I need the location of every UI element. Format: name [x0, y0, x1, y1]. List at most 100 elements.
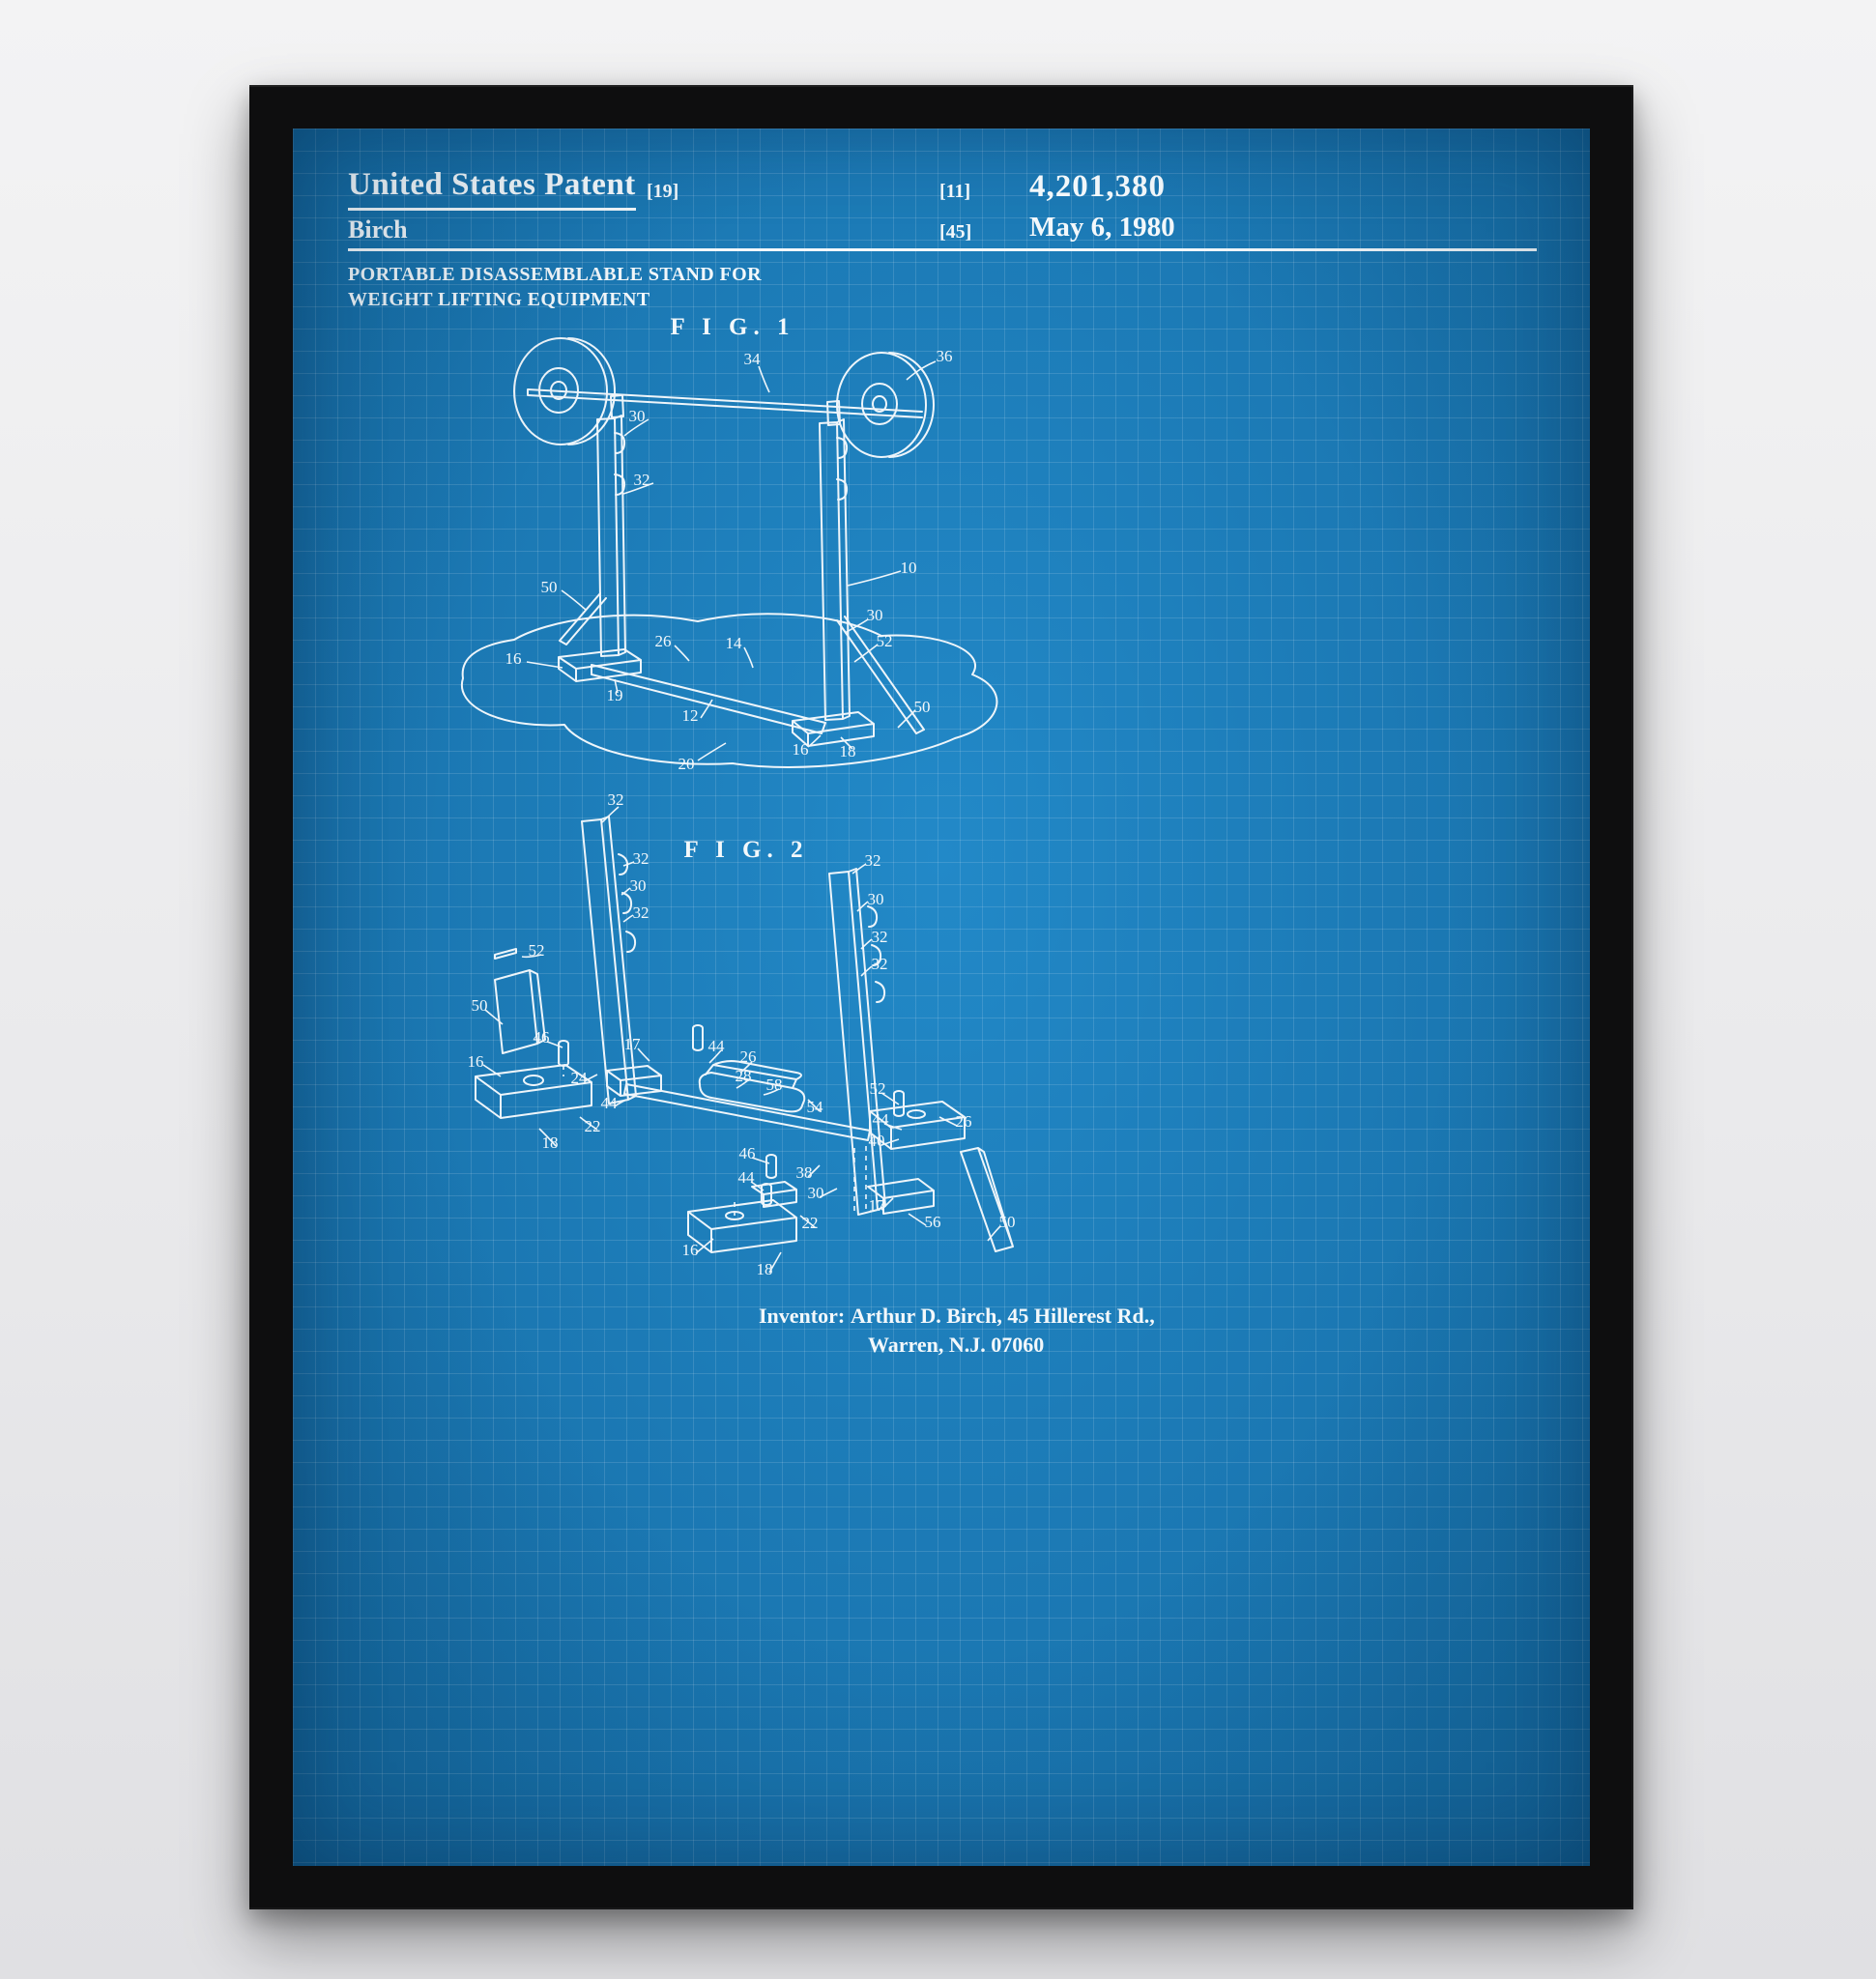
alignment-dashed-lines	[563, 1065, 867, 1216]
right-plate-ring	[861, 383, 898, 425]
ref-numeral-46: 46	[739, 1144, 756, 1162]
ref-numeral-22: 22	[585, 1117, 601, 1135]
header-rule	[348, 248, 1537, 251]
ref-numeral-32: 32	[633, 903, 649, 922]
pin-52	[494, 948, 517, 960]
ref-numeral-50: 50	[472, 996, 488, 1015]
fig1-leader-lines	[526, 360, 937, 761]
dowel-pins	[558, 1024, 905, 1206]
patent-number-label: [11]	[939, 181, 971, 202]
ref-numeral-50: 50	[999, 1213, 1016, 1231]
left-brace	[559, 592, 607, 645]
right-foot-hole	[907, 1109, 926, 1119]
ref-numeral-26: 26	[655, 632, 672, 650]
fig2-caption: F I G. 2	[683, 837, 809, 863]
ref-numeral-18: 18	[757, 1260, 773, 1278]
invention-title: PORTABLE DISASSEMBLABLE STAND FOR WEIGHT…	[348, 262, 762, 312]
picture-frame: United States Patent [19] [11] 4,201,380…	[249, 85, 1633, 1909]
ref-numeral-44: 44	[708, 1037, 726, 1055]
right-post	[819, 418, 851, 721]
ref-numeral-16: 16	[682, 1241, 699, 1259]
ground-outline	[460, 613, 998, 768]
patent-number: 4,201,380	[1029, 169, 1166, 204]
fig1-art	[460, 337, 998, 768]
right-brace	[836, 616, 925, 734]
ref-numeral-20: 20	[678, 755, 695, 773]
ref-numeral-26: 26	[956, 1112, 972, 1131]
ref-numeral-44: 44	[873, 1110, 890, 1129]
patent-blueprint-poster: United States Patent [19] [11] 4,201,380…	[293, 129, 1590, 1866]
left-plate-hub	[550, 381, 567, 400]
ref-numeral-30: 30	[867, 606, 883, 624]
left-post-hooks	[614, 432, 626, 496]
ref-numeral-16: 16	[793, 740, 809, 759]
right-post-hooks	[836, 437, 849, 501]
left-foot	[558, 648, 642, 682]
ref-numeral-14: 14	[726, 634, 743, 652]
right-brace	[960, 1147, 1014, 1252]
ref-numeral-16: 16	[468, 1052, 484, 1071]
inventor-address-line2: Warren, N.J. 07060	[868, 1333, 1045, 1357]
ref-numeral-44: 44	[601, 1094, 619, 1112]
inventor-surname: Birch	[348, 215, 408, 244]
inventor-block: Inventor: Arthur D. Birch, 45 Hillerest …	[759, 1304, 1155, 1357]
left-post	[581, 816, 637, 1104]
inventor-label: Inventor:	[759, 1304, 846, 1328]
ref-numeral-17: 17	[624, 1035, 642, 1053]
inventor-address-line1: Arthur D. Birch, 45 Hillerest Rd.,	[851, 1304, 1155, 1328]
ref-numeral-19: 19	[607, 686, 623, 704]
invention-title-line1: PORTABLE DISASSEMBLABLE STAND FOR	[348, 264, 762, 285]
invention-title-line2: WEIGHT LIFTING EQUIPMENT	[348, 289, 650, 310]
right-plate-rim	[888, 352, 935, 458]
left-foot-hole	[523, 1075, 544, 1086]
right-post-hooks	[867, 905, 886, 1003]
right-post	[828, 868, 886, 1216]
ref-numeral-32: 32	[633, 849, 649, 868]
ref-numeral-28: 28	[736, 1067, 752, 1085]
left-plate-ring	[538, 367, 579, 414]
right-plate-hub	[872, 395, 887, 413]
ref-numeral-18: 18	[840, 742, 856, 760]
ref-numeral-26: 26	[740, 1047, 757, 1066]
ref-numeral-16: 16	[505, 649, 522, 668]
ref-numeral-32: 32	[872, 955, 888, 973]
collars	[610, 394, 841, 426]
ref-numeral-30: 30	[808, 1184, 824, 1202]
patent-date: May 6, 1980	[1029, 212, 1175, 243]
ref-numeral-52: 52	[877, 632, 893, 650]
fig2-art	[475, 816, 1014, 1253]
left-foot-block	[475, 1064, 592, 1119]
ref-numeral-32: 32	[634, 471, 650, 489]
ref-numeral-18: 18	[542, 1133, 559, 1152]
ref-numeral-30: 30	[630, 876, 647, 895]
ref-numeral-52: 52	[529, 941, 545, 960]
ref-numeral-30: 30	[629, 407, 646, 425]
fig2-leader-lines	[482, 806, 1001, 1274]
base-rail	[623, 1083, 871, 1141]
kind-code: [19]	[647, 181, 679, 202]
ref-numeral-12: 12	[682, 706, 699, 725]
ref-numeral-36: 36	[937, 347, 953, 365]
fig1-caption: F I G. 1	[670, 314, 795, 340]
ref-numeral-30: 30	[868, 890, 884, 908]
ref-numeral-50: 50	[541, 578, 558, 596]
ref-numeral-32: 32	[872, 928, 888, 946]
ref-numeral-46: 46	[534, 1028, 550, 1047]
ref-numeral-44: 44	[738, 1168, 756, 1187]
left-post-hooks	[618, 853, 637, 953]
left-plate	[513, 337, 608, 445]
ref-numeral-32: 32	[865, 851, 881, 870]
ref-numeral-34: 34	[744, 350, 762, 368]
bottom-small-block	[751, 1181, 797, 1208]
right-plate	[836, 352, 927, 458]
ref-numeral-58: 58	[766, 1076, 783, 1094]
barbell-bar	[527, 388, 923, 418]
ref-numeral-17: 17	[869, 1196, 886, 1215]
ref-numeral-52: 52	[870, 1079, 886, 1098]
ref-numeral-56: 56	[925, 1213, 941, 1231]
left-plate-rim	[567, 337, 616, 445]
ref-numeral-10: 10	[901, 559, 917, 577]
